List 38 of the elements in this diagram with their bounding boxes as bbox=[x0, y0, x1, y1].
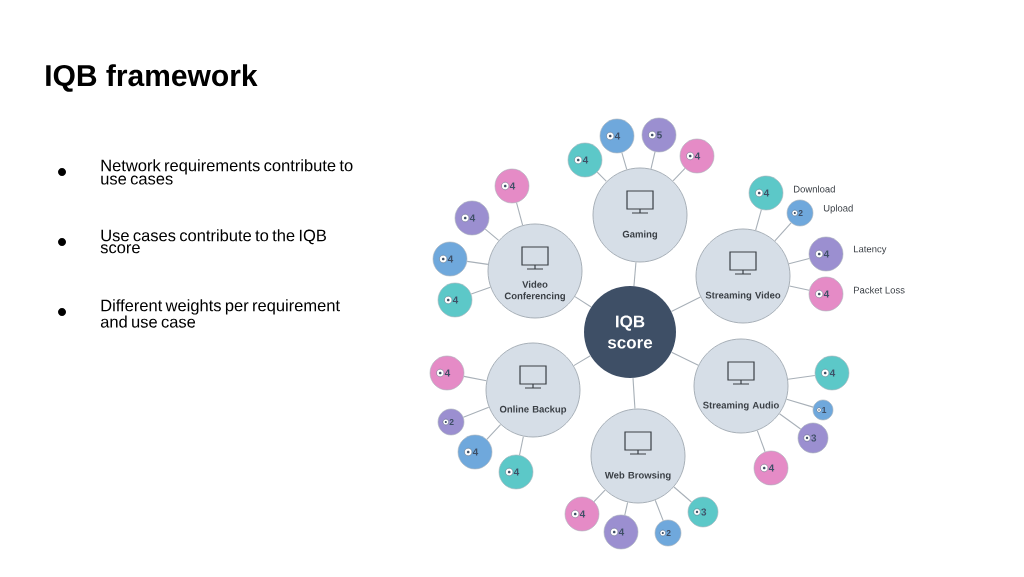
connector-line bbox=[593, 489, 606, 503]
connector-line bbox=[788, 285, 810, 291]
connector-line bbox=[670, 296, 701, 313]
connector-line bbox=[463, 375, 487, 382]
connector-line bbox=[756, 430, 766, 453]
connector-line bbox=[671, 351, 699, 366]
connector-line bbox=[774, 222, 792, 242]
bullet-text: Network requirements contribute to use cases bbox=[101, 159, 353, 185]
connector-line bbox=[755, 209, 762, 231]
metric-label: Packet Loss bbox=[854, 286, 905, 294]
connector-line bbox=[624, 501, 629, 516]
connector-line bbox=[778, 413, 802, 430]
connector-line bbox=[788, 257, 810, 265]
connector-line bbox=[786, 398, 814, 408]
connector-line bbox=[673, 486, 692, 503]
slide-title: IQB framework bbox=[46, 64, 258, 92]
connector-line bbox=[596, 171, 607, 182]
connector-line bbox=[787, 374, 816, 380]
connector-line bbox=[484, 228, 500, 241]
connector-line bbox=[574, 296, 592, 308]
connector-line bbox=[518, 435, 524, 456]
connector-line bbox=[633, 261, 637, 287]
connector-line bbox=[632, 377, 636, 410]
connector-line bbox=[462, 406, 490, 418]
bullet-text: Different weights per requirement and use case bbox=[100, 299, 340, 328]
connector-line bbox=[672, 167, 686, 182]
connector-line bbox=[516, 202, 524, 226]
connector-line bbox=[621, 152, 628, 170]
connector-line bbox=[486, 424, 502, 440]
metric-label: Latency bbox=[854, 245, 887, 255]
metric-label: Upload bbox=[823, 204, 853, 214]
connector-line bbox=[654, 499, 664, 522]
metric-label: Download bbox=[794, 185, 835, 193]
bullet-text: Use cases contribute to the IQB score bbox=[100, 229, 326, 254]
connector-line bbox=[470, 286, 491, 295]
connector-line bbox=[466, 260, 489, 265]
connector-line bbox=[573, 355, 591, 367]
connector-line bbox=[650, 151, 656, 170]
